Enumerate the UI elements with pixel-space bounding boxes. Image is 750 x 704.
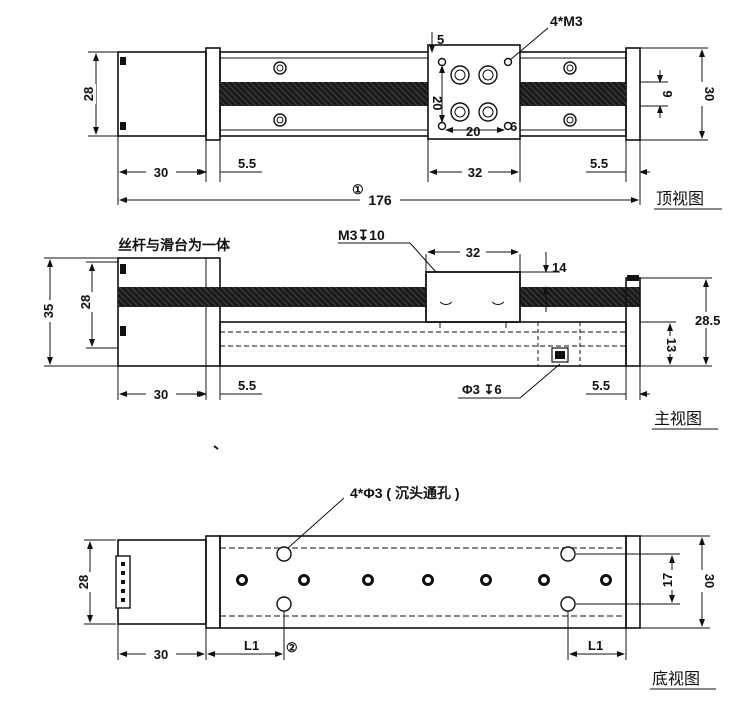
front-dim-28-5: 28.5 [695, 313, 720, 328]
top-dim-28: 28 [81, 87, 96, 101]
front-lead-screw [118, 287, 640, 307]
top-dim-30: 30 [702, 87, 717, 101]
front-dim-14: 14 [552, 260, 567, 275]
top-view: 4*M3 5 20 20 6 28 9 30 [80, 13, 722, 210]
top-dim-5-5-left: 5.5 [238, 156, 256, 171]
top-dim-176: 176 [368, 192, 392, 208]
top-label-4m3: 4*M3 [550, 13, 583, 29]
front-view: 丝杆与滑台为一体 Φ3 ↧6 M3↧10 [40, 227, 734, 450]
top-dim-32: 32 [468, 165, 482, 180]
bottom-view-title: 底视图 [652, 669, 700, 688]
bottom-left-plate [205, 535, 221, 629]
top-dim-5: 5 [437, 32, 444, 47]
bottom-counterbore-hole [560, 546, 576, 562]
top-view-title: 顶视图 [656, 189, 704, 208]
bottom-dim-L1-left: L1 [244, 638, 259, 653]
bottom-right-plate [625, 535, 641, 629]
top-m3-hole [503, 57, 513, 67]
top-m3-hole [503, 121, 513, 131]
bottom-hole-row [236, 574, 612, 586]
top-dim-30-motor: 30 [154, 165, 168, 180]
top-rail-hole [273, 61, 287, 75]
bottom-dim-28: 28 [76, 575, 91, 589]
bottom-counterbore-hole [276, 546, 292, 562]
front-label-phi3: Φ3 ↧6 [462, 382, 502, 397]
top-lead-screw [220, 82, 626, 106]
front-label-m3: M3↧10 [338, 227, 385, 243]
bottom-marker-2: ② [286, 640, 298, 655]
top-left-plate [205, 47, 221, 141]
top-m3-hole [437, 121, 447, 131]
front-dim-32: 32 [466, 245, 480, 260]
front-view-title: 主视图 [654, 409, 702, 428]
bottom-dim-L1-right: L1 [588, 638, 603, 653]
front-dim-13: 13 [664, 338, 679, 352]
top-table-hole [478, 102, 498, 122]
front-slide-table [425, 271, 521, 323]
top-rail-hole [563, 113, 577, 127]
bottom-counterbore-hole [560, 596, 576, 612]
front-motor [117, 257, 221, 367]
bottom-motor [117, 539, 207, 625]
top-motor-tab-1 [120, 57, 126, 65]
bottom-view: 4*Φ3 ( 沉头通孔 ) 28 17 30 30 L1 ② L [76, 485, 717, 690]
top-dim-20-vertical: 20 [430, 96, 445, 110]
bottom-label-holes: 4*Φ3 ( 沉头通孔 ) [350, 485, 460, 501]
top-motor-tab-2 [120, 122, 126, 130]
top-marker-1: ① [352, 182, 364, 197]
bottom-dim-30: 30 [702, 574, 717, 588]
top-dim-6: 6 [510, 119, 517, 134]
top-table-hole [478, 65, 498, 85]
top-dim-5-5-right: 5.5 [590, 156, 608, 171]
front-note-screw: 丝杆与滑台为一体 [118, 237, 231, 253]
front-dim-5-5-right: 5.5 [592, 378, 610, 393]
top-table-hole [450, 65, 470, 85]
front-dim-5-5-left: 5.5 [238, 378, 256, 393]
top-table-hole [450, 102, 470, 122]
top-rail-hole [563, 61, 577, 75]
bottom-dim-30-motor: 30 [154, 647, 168, 662]
top-rail-hole [273, 113, 287, 127]
bottom-counterbore-hole [276, 596, 292, 612]
bottom-dim-17: 17 [660, 573, 675, 587]
top-right-plate [625, 47, 641, 141]
top-dim-20-horizontal: 20 [466, 124, 480, 139]
top-dim-9: 9 [660, 90, 675, 97]
bottom-body [219, 535, 627, 629]
front-dim-30: 30 [154, 387, 168, 402]
front-dim-28: 28 [78, 295, 93, 309]
top-motor [117, 51, 207, 137]
front-dim-35: 35 [41, 304, 56, 318]
top-m3-hole [437, 57, 447, 67]
